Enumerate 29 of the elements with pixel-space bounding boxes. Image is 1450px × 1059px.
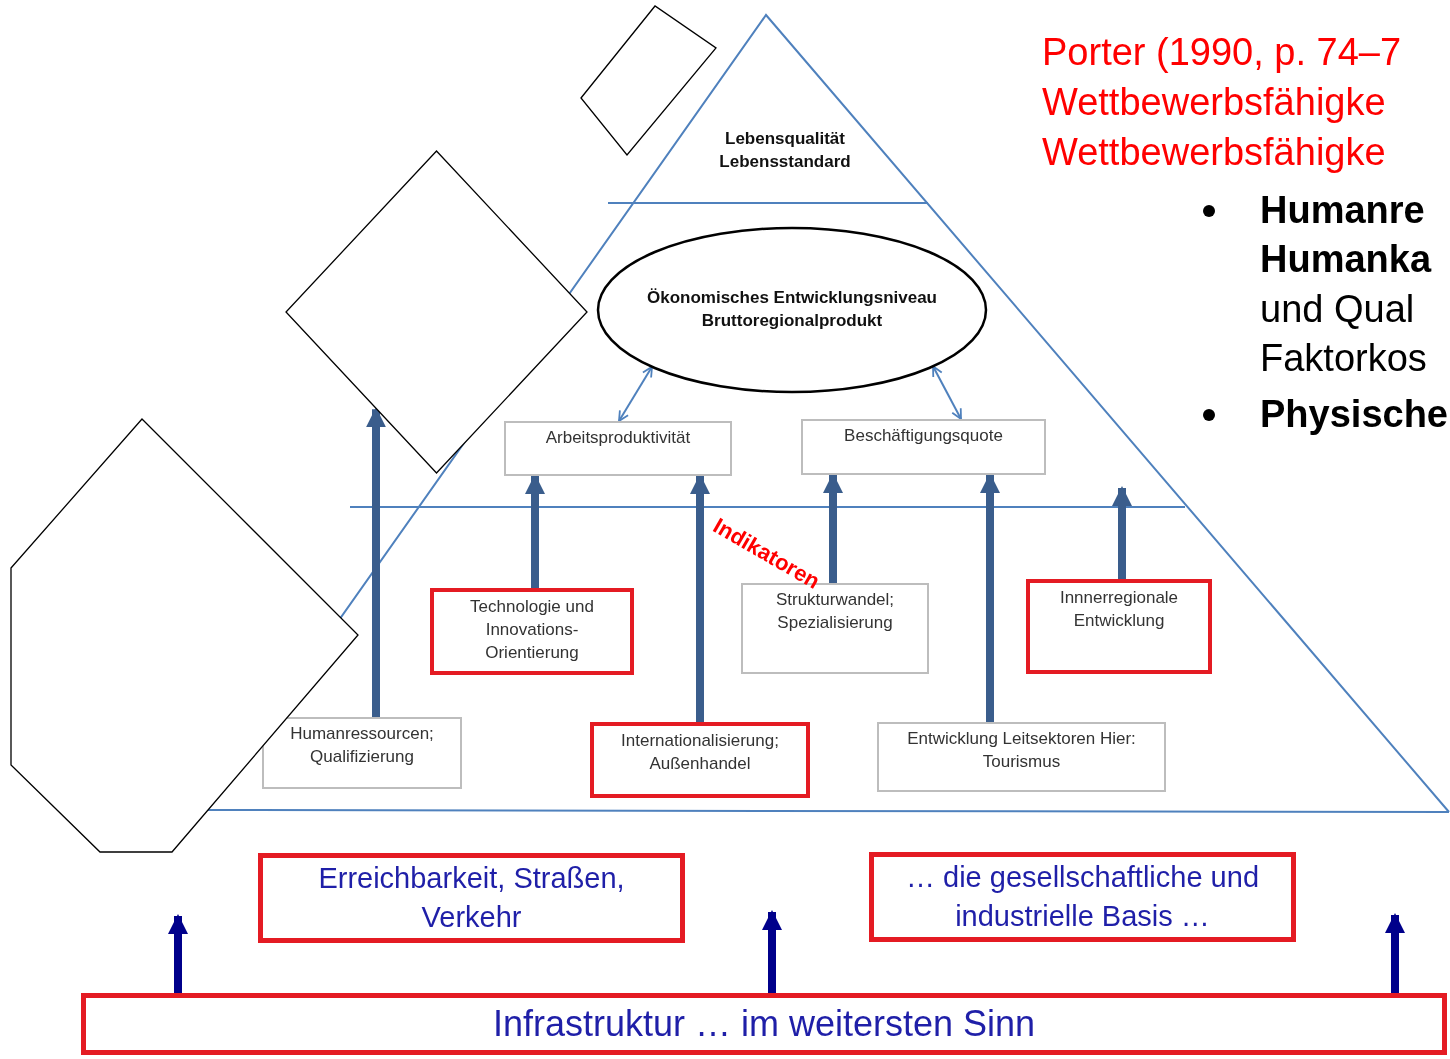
arrow [980, 473, 1000, 722]
process-box: Infrastruktur … im weitersten Sinn [81, 993, 1447, 1055]
process-box: Beschäftigungsquote [801, 419, 1046, 475]
heading-text: Wettbewerbsfähigke [1042, 80, 1387, 125]
arrow [690, 474, 710, 722]
process-box: Erreichbarkeit, Straßen, Verkehr [258, 853, 685, 943]
pyramid-top-text: Lebensqualität Lebensstandard [665, 118, 905, 184]
heading-text: Wettbewerbsfähigke [1042, 130, 1387, 175]
arrow [823, 473, 843, 583]
heading-text: Porter (1990, p. 74–7 [1042, 30, 1403, 75]
arrow [1385, 913, 1405, 993]
process-box: Entwicklung Leitsektoren Hier: Tourismus [877, 722, 1166, 792]
process-box: Innnerregionale Entwicklung [1026, 579, 1212, 674]
arrow [1112, 486, 1132, 579]
process-box: Internationalisierung; Außenhandel [590, 722, 810, 798]
bullet-item: Humanre Humanka und Qual Faktorkos [1260, 188, 1433, 382]
double-arrow [618, 365, 653, 422]
ellipse-shape: Ökonomisches Entwicklungsniveau Bruttoregionalprodukt [596, 226, 988, 394]
arrow [168, 914, 188, 993]
process-box: … die gesellschaftliche und industrielle Basis … [869, 852, 1296, 942]
double-arrow [932, 365, 962, 420]
bullet-item: Physische [1260, 392, 1445, 437]
arrow [762, 910, 782, 993]
process-box: Humanressourcen; Qualifizierung [262, 717, 462, 789]
arrow [525, 474, 545, 588]
process-box: Technologie und Innovations-Orientierung [430, 588, 634, 675]
blank-shape [580, 5, 717, 156]
process-box: Arbeitsproduktivität [504, 421, 732, 476]
arrow [366, 407, 386, 717]
